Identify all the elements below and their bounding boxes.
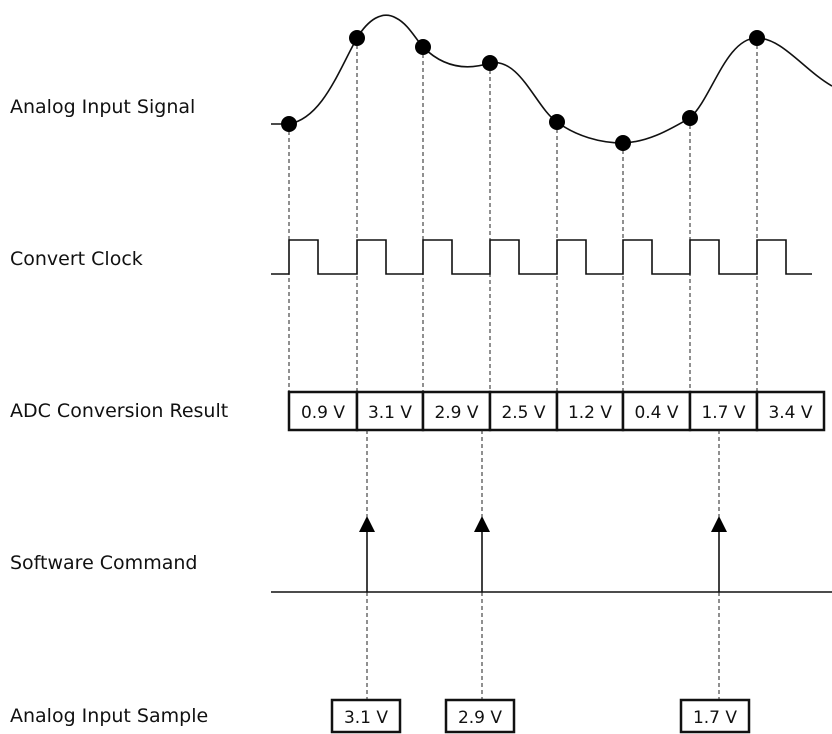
adc-result-value: 0.9 V [301,403,345,423]
software-command-arrows [359,516,727,592]
analog-sample-value: 3.1 V [344,708,388,728]
analog-sample-box: 3.1 V [330,698,402,734]
sample-point [749,30,765,46]
sample-point [682,110,698,126]
sample-point [482,55,498,71]
sample-point [349,30,365,46]
label-convert-clock: Convert Clock [10,248,143,270]
analog-signal-curve [271,14,832,144]
label-adc-conversion-result: ADC Conversion Result [10,400,228,422]
label-software-command: Software Command [10,552,197,574]
command-arrow-icon [711,516,727,592]
sample-guide-lines [288,38,758,392]
adc-result-cell: 2.9 V [421,390,492,432]
adc-result-cell: 0.9 V [287,390,359,432]
label-analog-input-sample: Analog Input Sample [10,705,208,727]
adc-result-cell: 3.4 V [755,390,826,432]
command-arrow-icon [359,516,375,592]
adc-result-cell: 0.4 V [621,390,692,432]
adc-result-value: 1.2 V [568,403,612,423]
analog-sample-box: 2.9 V [444,698,516,734]
adc-result-row: 0.9 V 3.1 V 2.9 V 2.5 V 1.2 V 0.4 V 1.7 … [287,390,826,432]
analog-sample-box: 1.7 V [679,698,751,734]
adc-result-value: 1.7 V [701,403,745,423]
adc-result-cell: 3.1 V [355,390,425,432]
adc-result-value: 2.9 V [434,403,478,423]
sample-point [281,116,297,132]
adc-result-cell: 1.2 V [555,390,625,432]
adc-result-value: 0.4 V [634,403,678,423]
adc-result-value: 2.5 V [501,403,545,423]
sample-point [549,114,565,130]
analog-sample-value: 2.9 V [458,708,502,728]
analog-input-samples: 3.1 V 2.9 V 1.7 V [330,698,751,734]
sample-point [415,39,431,55]
command-dashed-lines [366,430,720,700]
convert-clock-waveform [271,239,812,275]
adc-result-value: 3.4 V [768,403,812,423]
sample-point [615,135,631,151]
adc-result-cell: 2.5 V [488,390,559,432]
adc-result-cell: 1.7 V [688,390,759,432]
sample-points [281,30,765,151]
command-arrow-icon [474,516,490,592]
label-analog-input-signal: Analog Input Signal [10,96,195,118]
analog-sample-value: 1.7 V [693,708,737,728]
adc-result-value: 3.1 V [368,403,412,423]
